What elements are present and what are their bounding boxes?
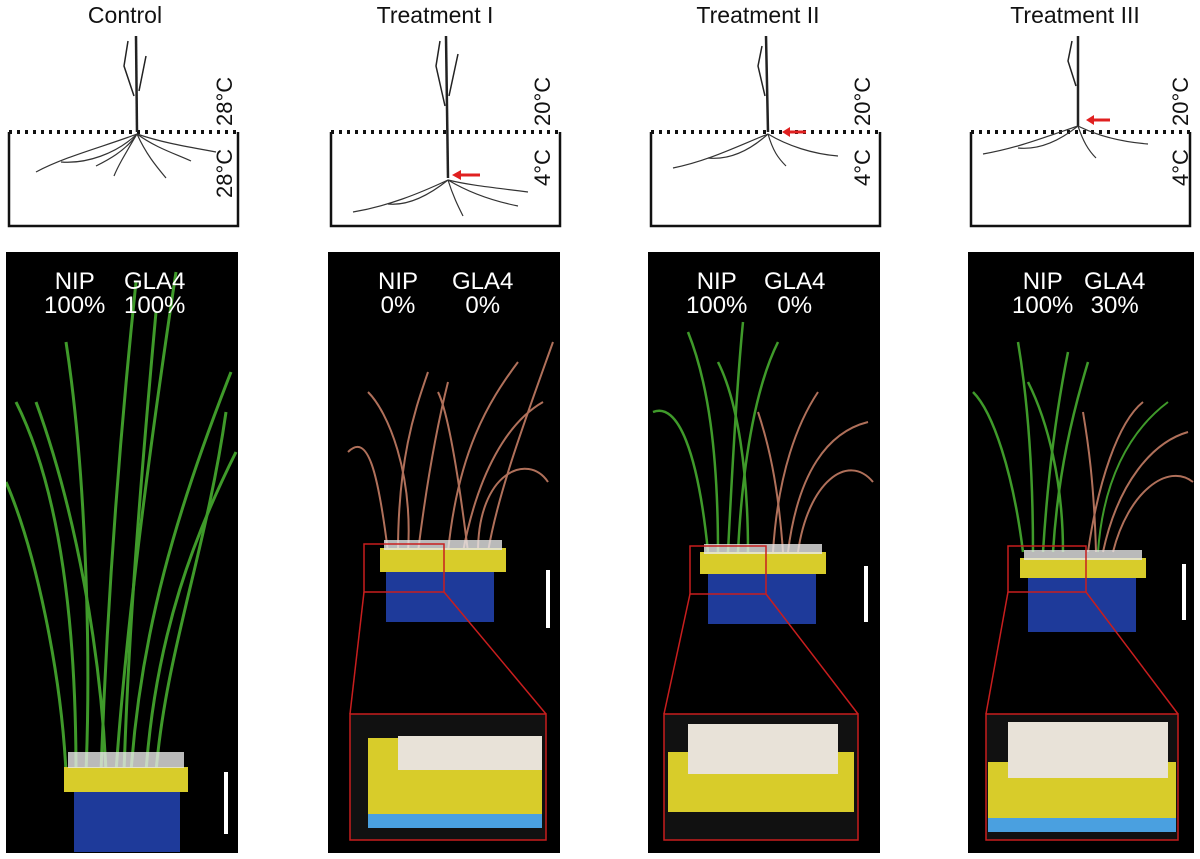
panel-title: Treatment II: [696, 2, 820, 28]
scale-bar: [1182, 564, 1186, 620]
svg-text:4°C: 4°C: [850, 149, 875, 186]
svg-text:4°C: 4°C: [1168, 149, 1193, 186]
panel-title: Treatment I: [376, 2, 494, 28]
svg-text:20°C: 20°C: [850, 77, 875, 126]
red-arrow-icon: [1086, 115, 1094, 125]
svg-text:28°C: 28°C: [212, 77, 237, 126]
svg-text:28°C: 28°C: [212, 149, 237, 198]
root-schematic: 20°C 4°C: [649, 36, 882, 228]
red-arrow-icon: [782, 127, 790, 137]
panel-title: Treatment III: [1010, 2, 1140, 28]
svg-text:20°C: 20°C: [1168, 77, 1193, 126]
svg-text:4°C: 4°C: [530, 149, 555, 186]
root-schematic: 20°C 4°C: [969, 36, 1193, 228]
root-schematic: 28°C 28°C: [7, 36, 240, 228]
svg-text:20°C: 20°C: [530, 77, 555, 126]
panel-title: Control: [87, 2, 163, 28]
scale-bar: [864, 566, 868, 622]
red-arrow-icon: [452, 170, 461, 180]
scale-bar: [224, 772, 228, 834]
scale-bar: [546, 570, 550, 628]
root-schematic: 20°C 4°C: [329, 36, 562, 228]
